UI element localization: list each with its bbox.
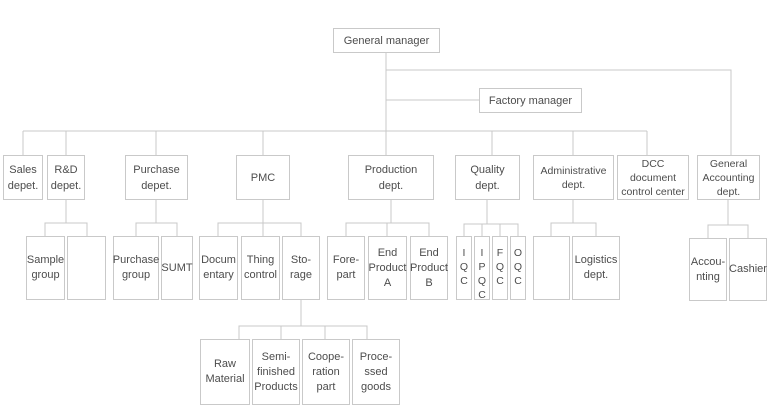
connector-production-children — [345, 200, 430, 236]
org-node-purchase-group: Purchase group — [113, 236, 159, 300]
org-node-cooperation-part: Coope- ration part — [302, 339, 350, 405]
connector-to-general-accounting — [386, 69, 732, 155]
org-node-sample-group: Sample group — [26, 236, 65, 300]
org-node-fore-part: Fore- part — [327, 236, 365, 300]
connector-administrative-children — [550, 200, 597, 236]
connector-department-drops — [22, 131, 648, 155]
org-node-storage: Sto- rage — [282, 236, 320, 300]
connector-quality-children — [463, 200, 519, 236]
org-node-accounting: Accou- nting — [689, 238, 727, 301]
org-node-iqc: I Q C — [456, 236, 472, 300]
org-node-sumt: SUMT — [161, 236, 193, 300]
org-node-thing-control: Thing control — [241, 236, 280, 300]
org-node-factory-manager: Factory manager — [479, 88, 582, 113]
connector-storage-children — [238, 300, 368, 339]
org-node-end-product-a: End Product A — [368, 236, 407, 300]
org-node-dcc-document-control-center: DCC document control center — [617, 155, 689, 200]
org-node-fqc: F Q C — [492, 236, 508, 300]
org-node-rnd-unlabeled-box — [67, 236, 106, 300]
org-node-general-accounting-dept: General Accounting dept. — [697, 155, 760, 200]
org-node-documentary: Docum entary — [199, 236, 238, 300]
org-node-end-product-b: End Product B — [410, 236, 448, 300]
connector-rnd-children — [44, 200, 88, 236]
org-node-processed-goods: Proce- ssed goods — [352, 339, 400, 405]
org-node-sales-dept: Sales depet. — [3, 155, 43, 200]
org-node-administrative-unlabeled-box — [533, 236, 570, 300]
org-node-logistics-dept: Logistics dept. — [572, 236, 620, 300]
org-node-production-dept: Production dept. — [348, 155, 434, 200]
org-node-semi-finished-products: Semi- finished Products — [252, 339, 300, 405]
connector-pmc-children — [217, 200, 302, 236]
org-node-administrative-dept: Administrative dept. — [533, 155, 614, 200]
org-node-raw-material: Raw Material — [200, 339, 250, 405]
org-node-pmc-dept: PMC — [236, 155, 290, 200]
org-node-purchase-dept: Purchase depet. — [125, 155, 188, 200]
org-node-quality-dept: Quality dept. — [455, 155, 520, 200]
connector-purchase-children — [135, 200, 178, 236]
org-node-ipqc: I P Q C — [474, 236, 490, 301]
org-node-cashier: Cashier — [729, 238, 767, 301]
org-node-oqc: O Q C — [510, 236, 526, 300]
connector-accounting-children — [707, 200, 749, 238]
org-node-rnd-dept: R&D depet. — [47, 155, 85, 200]
org-node-general-manager: General manager — [333, 28, 440, 53]
